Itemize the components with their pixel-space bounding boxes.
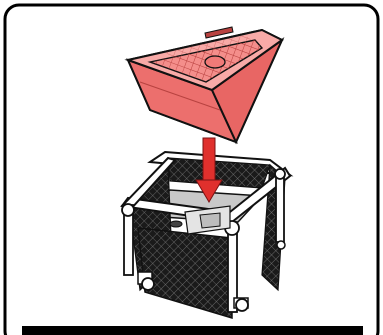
wheel-front-right: [236, 299, 248, 311]
wheel-front-left: [142, 278, 154, 290]
wheel-back-right: [277, 241, 285, 249]
bottom-bar: [22, 326, 363, 335]
